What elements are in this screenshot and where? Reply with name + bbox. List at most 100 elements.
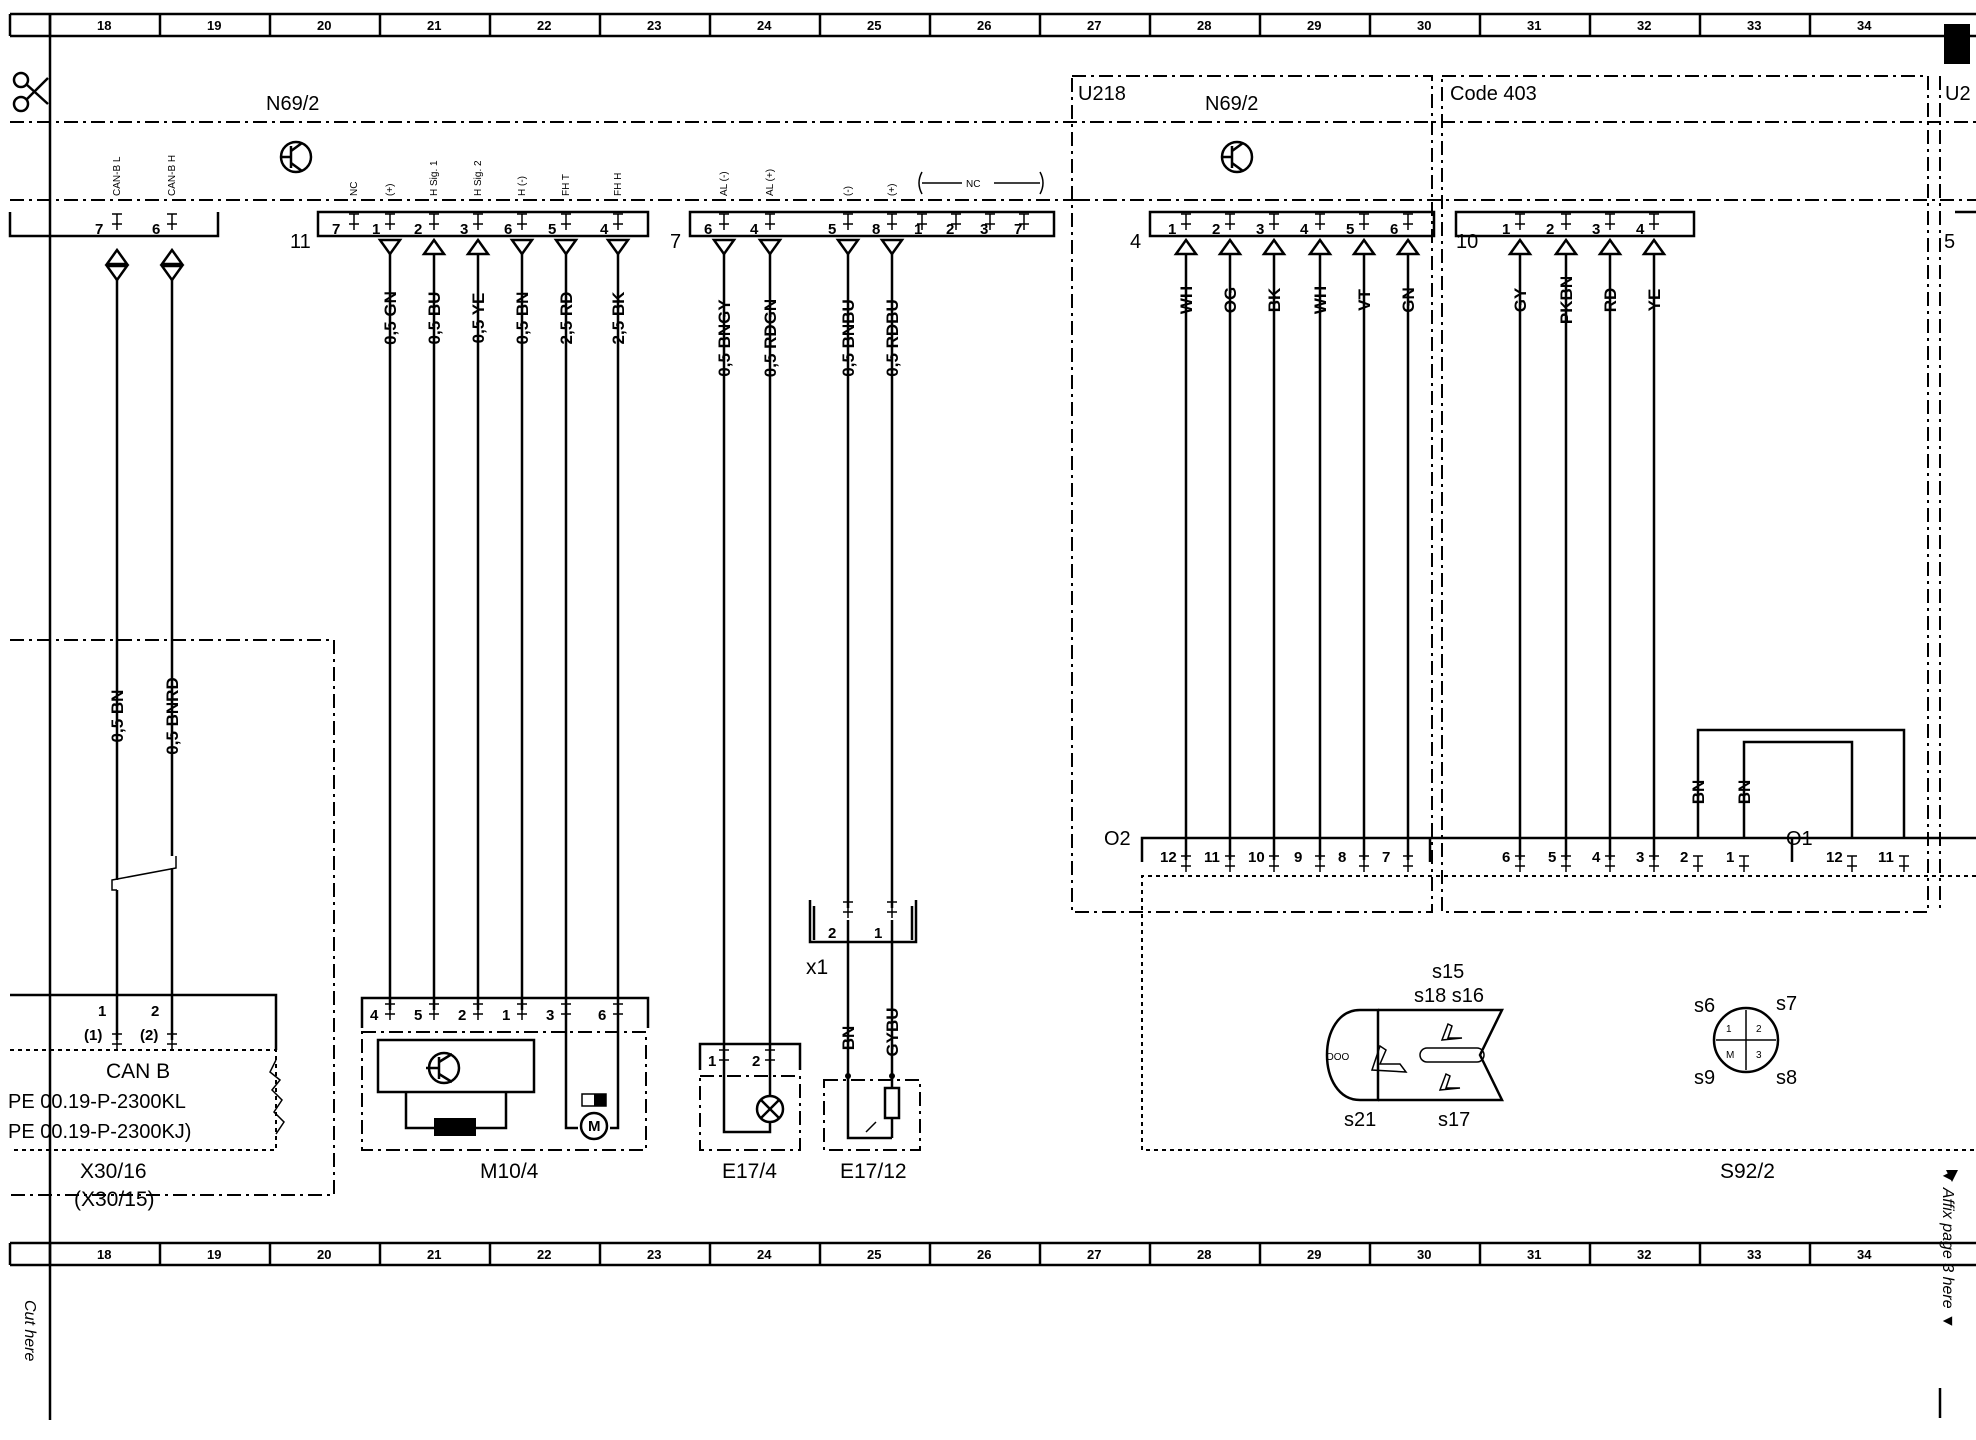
wire-label: 0,5 BNRD — [163, 677, 182, 754]
connector-pin-number: 5 — [548, 221, 556, 238]
connector-pin-number: 7 — [332, 221, 340, 238]
m10-4-component: M — [360, 996, 650, 1151]
connector-pin-number: 8 — [872, 221, 880, 238]
wire-label: YE — [1645, 289, 1664, 312]
wire-label: VT — [1355, 289, 1374, 311]
dial-cell-2: 2 — [1756, 1024, 1762, 1035]
dial-label-s9: s9 — [1694, 1067, 1715, 1089]
connector-pin-number: 1 — [914, 221, 922, 238]
grid-col-label: 18 — [97, 1247, 111, 1262]
x30-alt-pin-2: (2) — [140, 1027, 158, 1044]
connector-pin-number: 1 — [1502, 221, 1510, 238]
m10-4-pin: 3 — [546, 1007, 554, 1024]
grid-col-label: 29 — [1307, 1247, 1321, 1262]
grid-col-label: 24 — [757, 1247, 772, 1262]
s92-pin-number: 10 — [1248, 849, 1265, 866]
wire-label: WH — [1177, 286, 1196, 314]
x30-pin-2: 2 — [151, 1003, 159, 1020]
x30-title: CAN B — [106, 1060, 170, 1083]
switch-label-s17: s17 — [1438, 1109, 1470, 1131]
motor-icon — [579, 1111, 609, 1141]
s92-pin-number: 3 — [1636, 849, 1644, 866]
transistor-icon-right — [1220, 140, 1254, 174]
connector-pin-number: 4 — [1636, 221, 1645, 238]
connector-pin-number: 1 — [1168, 221, 1176, 238]
heater-element-icon — [434, 1118, 476, 1136]
m10-4-pin: 6 — [598, 1007, 606, 1024]
wire-label: 0,5 GN — [381, 291, 400, 345]
m10-4-name: M10/4 — [480, 1160, 539, 1183]
svg-text:M: M — [588, 1118, 601, 1135]
s92-pin-number: 12 — [1160, 849, 1177, 866]
s92-pin-number: 8 — [1338, 849, 1346, 866]
s92-pin-number: 11 — [1204, 849, 1220, 866]
grid-col-label: 32 — [1637, 1247, 1651, 1262]
connector-pin-number: 3 — [1592, 221, 1600, 238]
connector-7-number: 7 — [670, 231, 681, 253]
grid-col-label: 25 — [867, 18, 881, 33]
connector-5-partial: 5 — [1944, 231, 1955, 253]
grid-col-label: 33 — [1747, 1247, 1761, 1262]
grid-col-label: 27 — [1087, 1247, 1101, 1262]
s92-o2-label: O2 — [1104, 828, 1131, 850]
connector-pin-number: 6 — [1390, 221, 1398, 238]
m10-4-pin: 2 — [458, 1007, 466, 1024]
connector-pin-number: 6 — [504, 221, 512, 238]
signal-label: H Sig. 2 — [473, 160, 484, 196]
wire-label: BK — [1265, 287, 1284, 312]
grid-col-label: 26 — [977, 1247, 991, 1262]
transistor-icon-left — [279, 140, 313, 174]
e17-4-pin-1: 1 — [708, 1053, 716, 1070]
switch-label-s18-s16: s18 s16 — [1414, 985, 1484, 1007]
switch-label-s21: s21 — [1344, 1109, 1376, 1131]
connector-pin-number: 1 — [372, 221, 380, 238]
x30-ref-1: PE 00.19-P-2300KL — [8, 1091, 186, 1113]
connector-pin-number: 2 — [946, 221, 954, 238]
signal-label: NC — [349, 182, 360, 196]
e17-4-name: E17/4 — [722, 1160, 777, 1183]
grid-col-label: 29 — [1307, 18, 1321, 33]
signal-label: (+) — [887, 184, 898, 197]
signal-label: CAN-B L — [112, 156, 123, 196]
wire-label: GY — [1511, 287, 1530, 312]
block-n69-2-left: N69/2 — [266, 93, 319, 115]
dial-cell-m: M — [1726, 1050, 1734, 1061]
connector-pin-number: 4 — [600, 221, 609, 238]
grid-col-label: 23 — [647, 1247, 661, 1262]
grid-col-label: 25 — [867, 1247, 881, 1262]
connector-pin-number: 2 — [1212, 221, 1220, 238]
connector-4-number: 4 — [1130, 231, 1141, 253]
connector-11-number: 11 — [290, 231, 311, 253]
wire-label: 0,5 BNGY — [715, 299, 734, 377]
wire-label: 0,5 RDGN — [761, 299, 780, 377]
grid-col-label: 32 — [1637, 18, 1651, 33]
s92-pin-number: 12 — [1826, 849, 1843, 866]
affix-page-note: ▼ Affix page 3 here ▼ — [1939, 1168, 1956, 1329]
e17-4-component: 1 2 — [698, 1042, 802, 1151]
connector-pin-number: 2 — [414, 221, 422, 238]
wire-label: BN — [839, 1026, 858, 1051]
s92-pin-number: 11 — [1878, 849, 1894, 866]
dial-label-s6: s6 — [1694, 995, 1715, 1017]
grid-col-label: 19 — [207, 18, 221, 33]
wire-label: 0,5 BU — [425, 292, 444, 345]
wire-label: 0,5 BN — [513, 292, 532, 345]
grid-col-label: 22 — [537, 18, 551, 33]
block-code-403: Code 403 — [1450, 83, 1537, 105]
e17-4-pin-2: 2 — [752, 1053, 760, 1070]
connector-pin-number: 7 — [1014, 221, 1022, 238]
grid-col-label: 21 — [427, 18, 441, 33]
lamp-icon — [755, 1094, 785, 1124]
wire-label: GN — [1399, 287, 1418, 313]
wire-label: 0,5 BNBU — [839, 299, 858, 376]
x1-name: x1 — [806, 956, 828, 979]
resistor-icon — [883, 1086, 901, 1120]
s92-pin-number: 2 — [1680, 849, 1688, 866]
block-n69-2-right: N69/2 — [1205, 93, 1258, 115]
grid-col-label: 22 — [537, 1247, 551, 1262]
s92-pin-number: 1 — [1726, 849, 1734, 866]
grid-col-label: 31 — [1527, 1247, 1541, 1262]
